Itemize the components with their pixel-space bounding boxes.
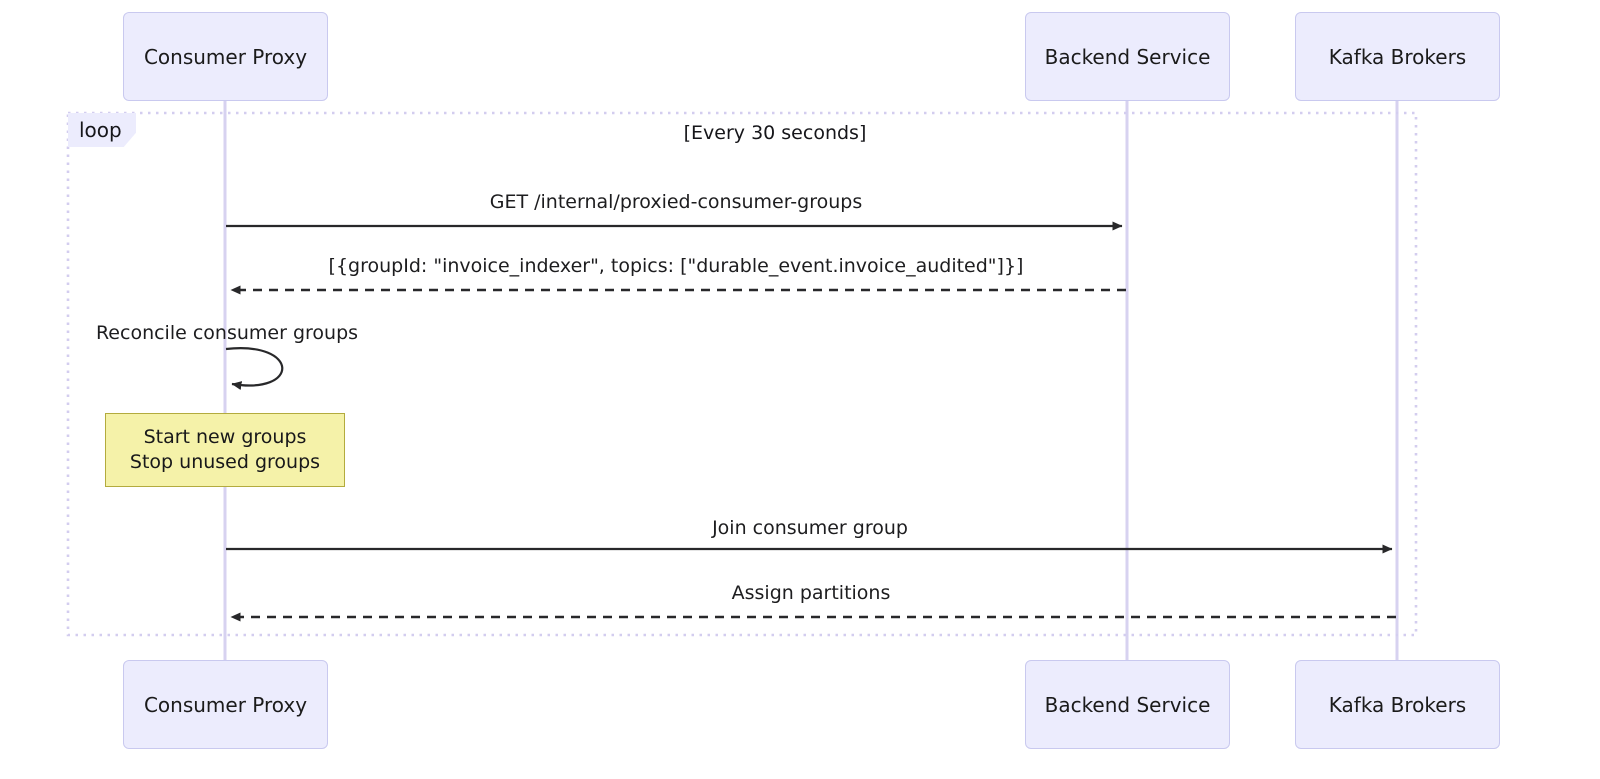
- loop-keyword: loop: [79, 118, 122, 142]
- participant-label-consumer-proxy-bottom: Consumer Proxy: [143, 692, 308, 717]
- message-label-reconcile-consumer-groups: Reconcile consumer groups: [95, 322, 359, 344]
- participant-box-consumer-proxy-bottom[interactable]: Consumer Proxy: [123, 660, 328, 749]
- participant-box-consumer-proxy-top[interactable]: Consumer Proxy: [123, 12, 328, 101]
- participant-label-consumer-proxy: Consumer Proxy: [143, 44, 308, 69]
- participant-label-kafka-brokers: Kafka Brokers: [1328, 44, 1467, 69]
- loop-label: loop: [68, 113, 136, 147]
- message-label-proxied-consumer-groups-response: [{groupId: "invoice_indexer", topics: ["…: [328, 255, 1024, 277]
- participant-box-backend-service-bottom[interactable]: Backend Service: [1025, 660, 1230, 749]
- participant-box-kafka-brokers-top[interactable]: Kafka Brokers: [1295, 12, 1500, 101]
- lifelines: [223, 101, 1399, 660]
- participant-label-kafka-brokers-bottom: Kafka Brokers: [1328, 692, 1467, 717]
- participant-box-kafka-brokers-bottom[interactable]: Kafka Brokers: [1295, 660, 1500, 749]
- message-label-join-consumer-group: Join consumer group: [712, 517, 908, 539]
- participant-label-backend-service: Backend Service: [1044, 44, 1211, 69]
- loop-frame: [66, 111, 1418, 637]
- message-label-assign-partitions: Assign partitions: [731, 582, 891, 604]
- participant-label-backend-service-bottom: Backend Service: [1044, 692, 1211, 717]
- note-start-stop-groups: Start new groups Stop unused groups: [105, 413, 345, 487]
- note-line-2: Stop unused groups: [129, 451, 321, 473]
- loop-condition: [Every 30 seconds]: [683, 122, 867, 144]
- message-arrow-reconcile-consumer-groups: [225, 347, 284, 390]
- note-line-1: Start new groups: [143, 425, 307, 448]
- message-label-get-proxied-consumer-groups: GET /internal/proxied-consumer-groups: [489, 191, 863, 213]
- participant-box-backend-service-top[interactable]: Backend Service: [1025, 12, 1230, 101]
